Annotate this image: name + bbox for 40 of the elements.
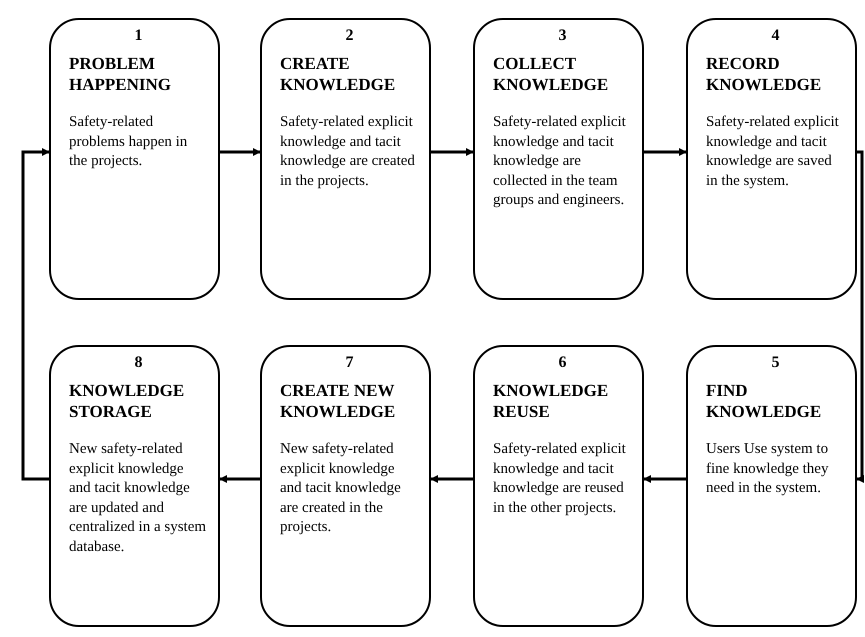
- arrow: [643, 475, 686, 483]
- process-box: [686, 345, 857, 627]
- arrow: [22, 148, 50, 480]
- process-box: [49, 18, 220, 300]
- step-description: Safety-related explicit knowledge and tacit knowledge are collected in the team groups and engineers.: [493, 113, 627, 210]
- step-title: FIND KNOWLEDGE: [706, 380, 822, 422]
- step-title: KNOWLEDGE REUSE: [493, 380, 610, 422]
- step-number: 4: [772, 26, 780, 46]
- step-title: PROBLEM HAPPENING: [69, 53, 172, 95]
- arrow: [856, 150, 864, 483]
- step-number: 2: [346, 26, 354, 46]
- arrow: [644, 148, 687, 156]
- process-box: [473, 18, 644, 300]
- step-description: Safety-related problems happen in the projects.: [69, 113, 188, 171]
- step-title: COLLECT KNOWLEDGE: [493, 53, 610, 95]
- process-box: [473, 345, 644, 627]
- step-description: Users Use system to fine knowledge they need in the system.: [706, 440, 830, 498]
- step-description: New safety-related explicit knowledge and tacit knowledge are created in the projects.: [280, 440, 402, 537]
- arrow: [431, 148, 474, 156]
- arrow: [219, 475, 260, 483]
- step-description: Safety-related explicit knowledge and tacit knowledge are created in the projects.: [280, 113, 416, 190]
- step-title: RECORD KNOWLEDGE: [706, 53, 822, 95]
- step-description: New safety-related explicit knowledge and tacit knowledge are updated and centralized in a system database.: [69, 440, 208, 556]
- step-description: Safety-related explicit knowledge and tacit knowledge are reused in the other projects.: [493, 440, 627, 518]
- step-number: 5: [772, 353, 780, 373]
- step-number: 7: [346, 353, 354, 373]
- step-description: Safety-related explicit knowledge and tacit knowledge are saved in the system.: [706, 113, 840, 190]
- process-box: [686, 18, 857, 300]
- step-title: KNOWLEDGE STORAGE: [69, 380, 186, 422]
- step-title: CREATE NEW KNOWLEDGE: [280, 380, 396, 422]
- process-box: [260, 18, 431, 300]
- process-box: [260, 345, 431, 627]
- step-number: 8: [134, 353, 142, 373]
- step-title: CREATE KNOWLEDGE: [280, 53, 396, 95]
- arrow: [430, 475, 473, 483]
- step-number: 3: [558, 26, 566, 46]
- step-number: 1: [134, 26, 142, 46]
- process-box: [49, 345, 220, 627]
- arrow: [220, 148, 261, 156]
- step-number: 6: [558, 353, 566, 373]
